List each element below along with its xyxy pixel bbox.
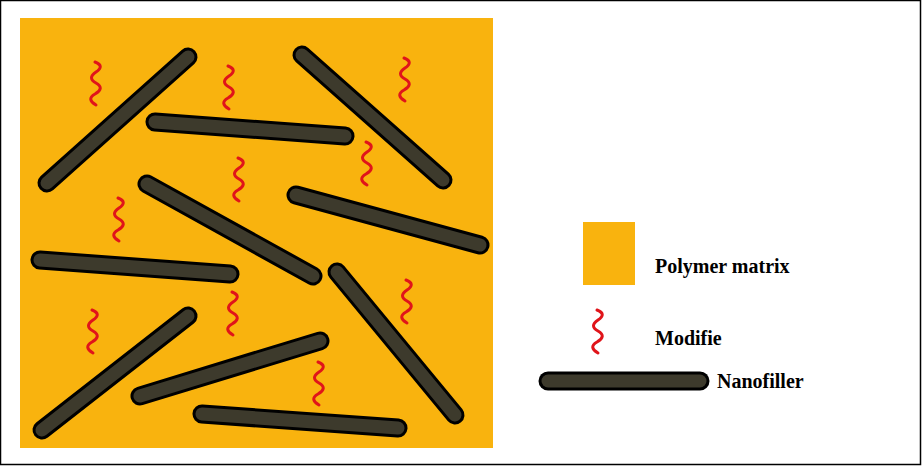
rod-body <box>40 55 480 430</box>
legend-label: Polymer matrix <box>655 254 790 278</box>
nanofillers <box>40 55 480 430</box>
nanofiller-sample <box>548 372 700 391</box>
modifier-chain <box>402 280 412 323</box>
modifiers <box>88 58 412 405</box>
modifier-chain <box>314 362 324 405</box>
modifier-chain <box>88 310 98 353</box>
modifier-chain <box>400 58 410 101</box>
legend-swatch <box>583 222 635 285</box>
legend-label: Nanofiller <box>717 369 804 393</box>
modifier-chain <box>234 158 244 201</box>
legend-label: Modifie <box>655 326 722 350</box>
rod-outline <box>40 55 480 430</box>
modifier-chain <box>91 62 101 105</box>
modifier-sample <box>593 310 603 353</box>
nanofiller-sample <box>548 375 700 388</box>
polymer-matrix <box>20 18 493 448</box>
modifier-chain <box>362 142 372 185</box>
modifier-chain <box>114 198 124 241</box>
modifier-chain <box>224 66 234 109</box>
modifier-chain <box>228 292 238 335</box>
